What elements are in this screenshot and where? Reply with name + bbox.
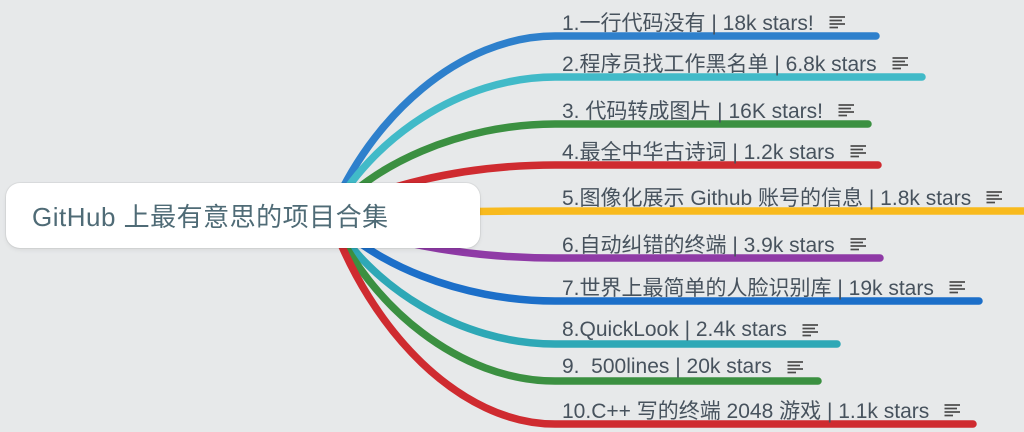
notes-icon[interactable]: [838, 103, 855, 117]
notes-icon[interactable]: [850, 237, 867, 251]
branch-topic[interactable]: 1.一行代码没有 | 18k stars!: [562, 10, 846, 35]
root-topic[interactable]: GitHub 上最有意思的项目合集: [6, 183, 480, 248]
branch-topic-label: 7.世界上最简单的人脸识别库 | 19k stars: [562, 277, 934, 300]
notes-icon[interactable]: [850, 144, 867, 158]
notes-icon[interactable]: [787, 360, 804, 374]
branch-topic-label: 5.图像化展示 Github 账号的信息 | 1.8k stars: [562, 187, 972, 210]
branch-topic[interactable]: 3. 代码转成图片 | 16K stars!: [562, 98, 855, 123]
branch-topic[interactable]: 4.最全中华古诗词 | 1.2k stars: [562, 139, 867, 164]
notes-icon[interactable]: [944, 403, 961, 417]
root-topic-label: GitHub 上最有意思的项目合集: [32, 202, 389, 232]
branch-topic[interactable]: 2.程序员找工作黑名单 | 6.8k stars: [562, 51, 909, 76]
branch-topic-label: 1.一行代码没有 | 18k stars!: [562, 12, 814, 35]
branch-topic-label: 2.程序员找工作黑名单 | 6.8k stars: [562, 53, 877, 76]
branch-topic-label: 3. 代码转成图片 | 16K stars!: [562, 100, 824, 123]
branch-topic[interactable]: 6.自动纠错的终端 | 3.9k stars: [562, 232, 867, 257]
branch-topic-label: 4.最全中华古诗词 | 1.2k stars: [562, 141, 835, 164]
branch-line: [326, 32, 880, 220]
branch-topic[interactable]: 7.世界上最简单的人脸识别库 | 19k stars: [562, 275, 966, 300]
branch-topic[interactable]: 8.QuickLook | 2.4k stars: [562, 318, 819, 342]
notes-icon[interactable]: [829, 15, 846, 29]
branch-topic-label: 6.自动纠错的终端 | 3.9k stars: [562, 234, 835, 257]
notes-icon[interactable]: [802, 323, 819, 337]
notes-icon[interactable]: [949, 280, 966, 294]
branch-topic-label: 10.C++ 写的终端 2048 游戏 | 1.1k stars: [562, 400, 930, 423]
branch-topic[interactable]: 5.图像化展示 Github 账号的信息 | 1.8k stars: [562, 185, 1003, 210]
branch-topic[interactable]: 10.C++ 写的终端 2048 游戏 | 1.1k stars: [562, 398, 961, 423]
notes-icon[interactable]: [892, 56, 909, 70]
branch-topic[interactable]: 9. 500lines | 20k stars: [562, 355, 804, 379]
branch-line: [326, 212, 977, 428]
branch-line: [326, 212, 822, 385]
notes-icon[interactable]: [986, 190, 1003, 204]
branch-topic-label: 8.QuickLook | 2.4k stars: [562, 318, 787, 341]
branch-topic-label: 9. 500lines | 20k stars: [562, 355, 772, 378]
